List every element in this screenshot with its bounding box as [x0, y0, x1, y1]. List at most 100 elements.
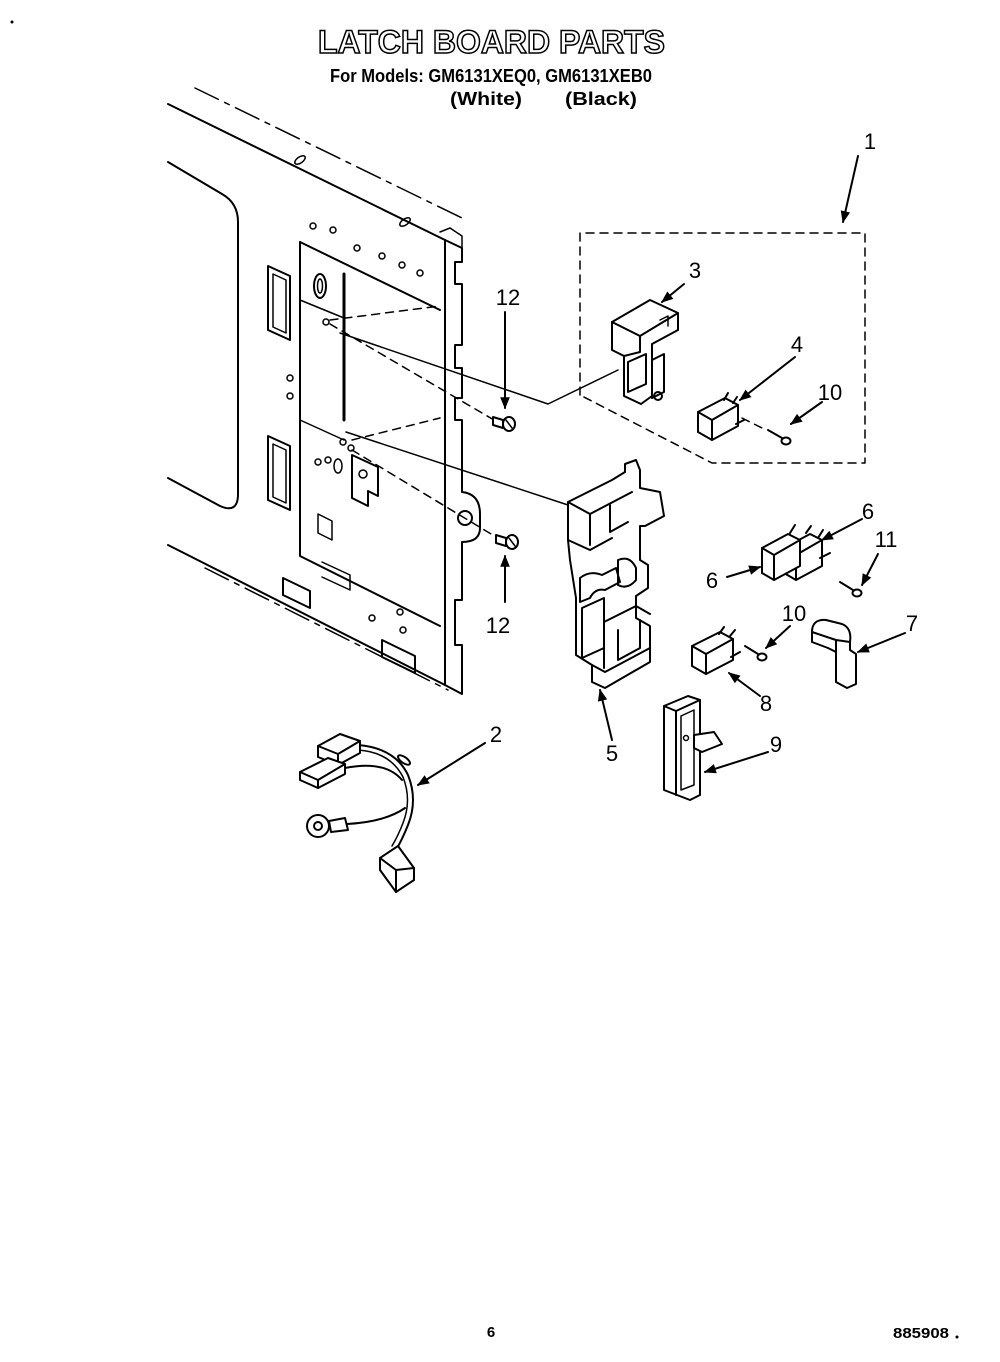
recess-notch-lower [321, 561, 351, 591]
recess-left-bottom-edge [299, 241, 441, 627]
screw-slot [505, 419, 513, 429]
panel-flange-top-tab [439, 227, 463, 249]
leader-arrow-6-left [726, 565, 762, 578]
part-5-slot [609, 504, 629, 533]
part-3-edges [611, 312, 679, 357]
left-slot-upper [267, 265, 291, 341]
document-code: 885908 [893, 1325, 949, 1342]
screw-shank [495, 534, 507, 547]
oval-hole [313, 273, 327, 299]
ring-terminal-crimp [328, 817, 349, 833]
part-8-switch [691, 626, 741, 675]
screw-path [741, 417, 767, 431]
callout-3: 3 [689, 258, 701, 283]
leader-arrow-6-right [820, 518, 863, 541]
panel-break-line-top [194, 87, 463, 219]
callout-12-lower: 12 [486, 613, 510, 638]
panel-bottom-edge [167, 544, 446, 686]
leader-arrow-9 [703, 751, 769, 774]
latch-plate-bracket [351, 454, 379, 507]
part-3-tab [659, 315, 669, 327]
part-8-terminals [718, 626, 741, 658]
part-11-screw [839, 581, 863, 598]
callout-5: 5 [606, 741, 618, 766]
leader-arrow-5 [597, 688, 613, 741]
mount-hole [396, 608, 404, 616]
leader-arrows [416, 155, 906, 786]
mount-hole [286, 374, 294, 382]
part-9-channel [680, 709, 695, 791]
mount-hole [416, 269, 424, 277]
part-6-terminals [789, 524, 831, 559]
leader-arrow-10-lower [765, 625, 791, 649]
part-4-edges [697, 404, 739, 441]
part-5-top-block [567, 491, 633, 551]
callout-1: 1 [864, 129, 876, 154]
callout-10-lower: 10 [782, 601, 806, 626]
harness-connector-b [299, 757, 346, 789]
panel-opening-edge [167, 161, 239, 510]
part-2-wire-harness [299, 733, 415, 893]
part-5-latch-housing [567, 459, 665, 689]
bracket-hole [358, 469, 368, 479]
harness-connector-c-edges [379, 857, 415, 893]
part-10-screw-lower [744, 645, 768, 662]
leader-arrow-11 [861, 553, 879, 587]
recess-top-edge [299, 241, 441, 311]
bottom-slot-right [381, 639, 416, 674]
part-7-body [811, 618, 857, 689]
alignment-line-upper-dashed [329, 305, 441, 321]
color-label-white: (White) [450, 89, 522, 109]
part-9-edges [663, 699, 701, 796]
part-6-front-edges [761, 539, 801, 581]
panel-top-edge [167, 103, 446, 241]
page-title: LATCH BOARD PARTS [318, 24, 665, 60]
alignment-line-screw-12-lower [351, 449, 497, 538]
screw-shank [492, 416, 504, 429]
mount-hole [314, 458, 322, 466]
alignment-line-part-5 [345, 431, 569, 506]
callout-labels: 1 3 4 10 12 12 6 6 11 10 7 8 9 2 5 [486, 129, 918, 766]
mount-hole [347, 444, 355, 452]
harness-wire [346, 807, 406, 825]
mount-hole [368, 614, 376, 622]
panel-flange [444, 239, 481, 695]
oval-hole-inner [316, 278, 324, 294]
leader-arrow-7 [856, 632, 906, 653]
page-number: 6 [487, 1324, 495, 1341]
leader-arrow-4 [739, 356, 796, 401]
harness-wire [357, 744, 414, 851]
mount-hole [353, 244, 361, 252]
mount-hole [329, 226, 337, 234]
part-7-bracket [811, 618, 857, 689]
part-6-switch-pair [761, 524, 831, 581]
recess-notch [317, 513, 333, 541]
part-5-lower-block [603, 605, 651, 669]
part-3-latch-lever [611, 299, 679, 405]
bottom-slot-left [282, 577, 311, 609]
screw-slot [508, 537, 516, 547]
callout-12-upper: 12 [496, 285, 520, 310]
left-slot-lower-inner [272, 443, 287, 504]
part-10-screw-upper [741, 417, 792, 446]
part-1-kit-boundary [579, 232, 866, 464]
part-8-edges [691, 638, 734, 675]
screw-shank [744, 645, 759, 655]
part-5-catch [579, 567, 621, 603]
left-slot-lower [267, 435, 291, 511]
callout-8: 8 [760, 691, 772, 716]
leader-arrow-2 [416, 742, 486, 786]
alignment-line-screw-12-upper [329, 323, 495, 421]
diamond-hole-left [294, 155, 306, 165]
screw-shank [839, 581, 854, 591]
callout-11: 11 [875, 527, 898, 552]
oval-hole-lower [333, 458, 343, 474]
mount-hole [322, 318, 330, 326]
leader-arrow-3 [661, 283, 685, 303]
callout-6-right: 6 [862, 499, 874, 524]
diamond-hole-right [399, 217, 411, 227]
screw-shank [767, 429, 783, 439]
ring-terminal-hole [313, 821, 323, 831]
mount-hole [324, 456, 332, 464]
